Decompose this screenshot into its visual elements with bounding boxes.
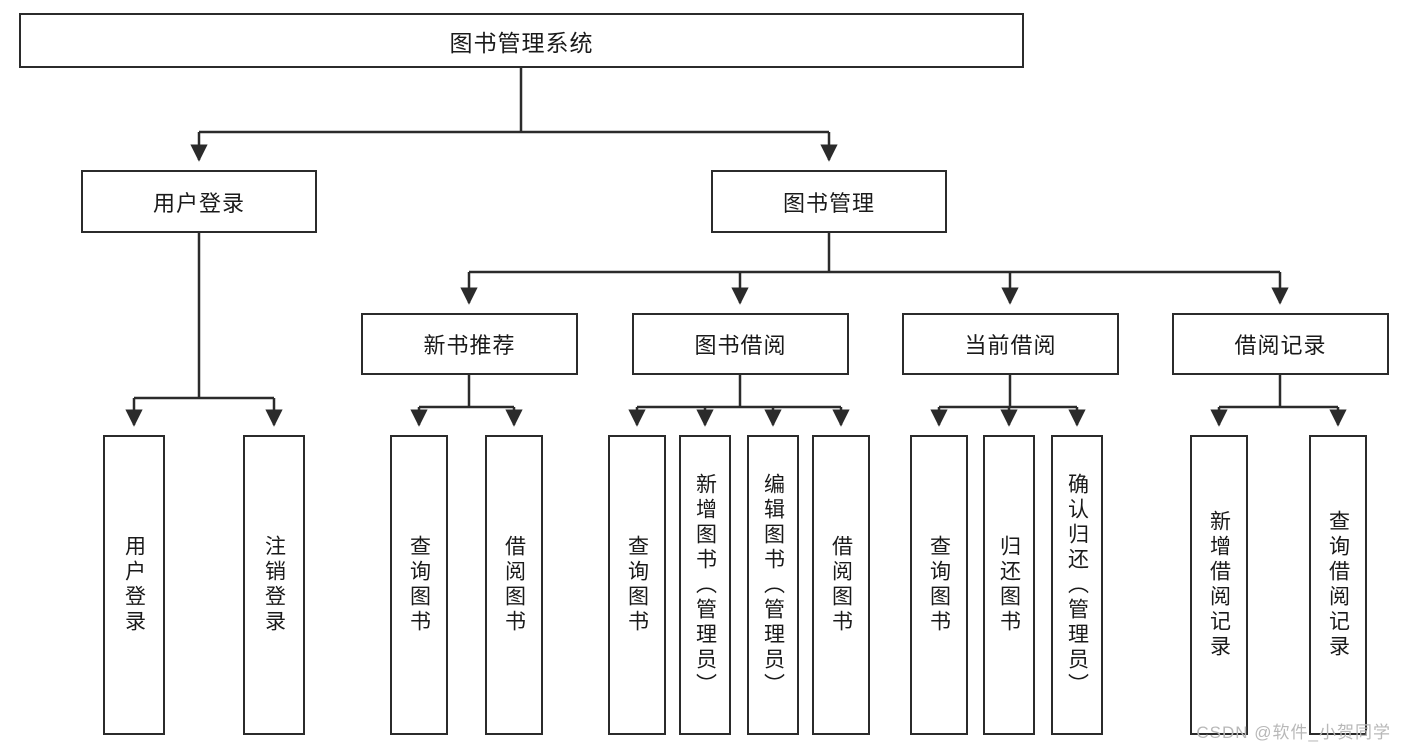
leaf-borrow-book-newbook[interactable]: 借阅图书: [485, 435, 543, 735]
leaf-query-book-current-label: 查询图书: [927, 535, 951, 635]
leaf-borrow-book-newbook-label: 借阅图书: [502, 535, 526, 635]
leaf-edit-book-admin-label: 编辑图书（管理员）: [761, 472, 785, 698]
leaf-query-book-borrow[interactable]: 查询图书: [608, 435, 666, 735]
node-current-borrow[interactable]: 当前借阅: [902, 313, 1119, 375]
leaf-query-borrow-record[interactable]: 查询借阅记录: [1309, 435, 1367, 735]
leaf-query-book-newbook[interactable]: 查询图书: [390, 435, 448, 735]
node-book-management[interactable]: 图书管理: [711, 170, 947, 233]
node-borrow-record[interactable]: 借阅记录: [1172, 313, 1389, 375]
node-root[interactable]: 图书管理系统: [19, 13, 1024, 68]
leaf-add-book-admin[interactable]: 新增图书（管理员）: [679, 435, 731, 735]
leaf-borrow-book[interactable]: 借阅图书: [812, 435, 870, 735]
node-book-borrow-label: 图书借阅: [694, 333, 787, 358]
watermark: CSDN @软件_小贺同学: [1196, 723, 1391, 742]
node-new-book-recommend-label: 新书推荐: [423, 333, 516, 358]
leaf-return-book-label: 归还图书: [997, 535, 1021, 635]
leaf-query-book-borrow-label: 查询图书: [625, 535, 649, 635]
node-user-login[interactable]: 用户登录: [81, 170, 317, 233]
node-root-label: 图书管理系统: [449, 29, 594, 56]
leaf-query-book-newbook-label: 查询图书: [407, 535, 431, 635]
leaf-add-borrow-record[interactable]: 新增借阅记录: [1190, 435, 1248, 735]
leaf-borrow-book-label: 借阅图书: [829, 535, 853, 635]
leaf-confirm-return-admin[interactable]: 确认归还（管理员）: [1051, 435, 1103, 735]
leaf-add-borrow-record-label: 新增借阅记录: [1207, 510, 1231, 660]
leaf-query-borrow-record-label: 查询借阅记录: [1326, 510, 1350, 660]
leaf-confirm-return-admin-label: 确认归还（管理员）: [1065, 472, 1089, 698]
leaf-logout[interactable]: 注销登录: [243, 435, 305, 735]
node-book-borrow[interactable]: 图书借阅: [632, 313, 849, 375]
leaf-logout-label: 注销登录: [262, 535, 286, 635]
leaf-add-book-admin-label: 新增图书（管理员）: [693, 472, 717, 698]
leaf-query-book-current[interactable]: 查询图书: [910, 435, 968, 735]
node-book-management-label: 图书管理: [782, 190, 875, 216]
node-new-book-recommend[interactable]: 新书推荐: [361, 313, 578, 375]
node-current-borrow-label: 当前借阅: [964, 333, 1057, 358]
leaf-user-login-label: 用户登录: [122, 535, 146, 635]
node-borrow-record-label: 借阅记录: [1234, 333, 1327, 358]
leaf-return-book[interactable]: 归还图书: [983, 435, 1035, 735]
node-user-login-label: 用户登录: [152, 190, 245, 216]
leaf-user-login[interactable]: 用户登录: [103, 435, 165, 735]
leaf-edit-book-admin[interactable]: 编辑图书（管理员）: [747, 435, 799, 735]
